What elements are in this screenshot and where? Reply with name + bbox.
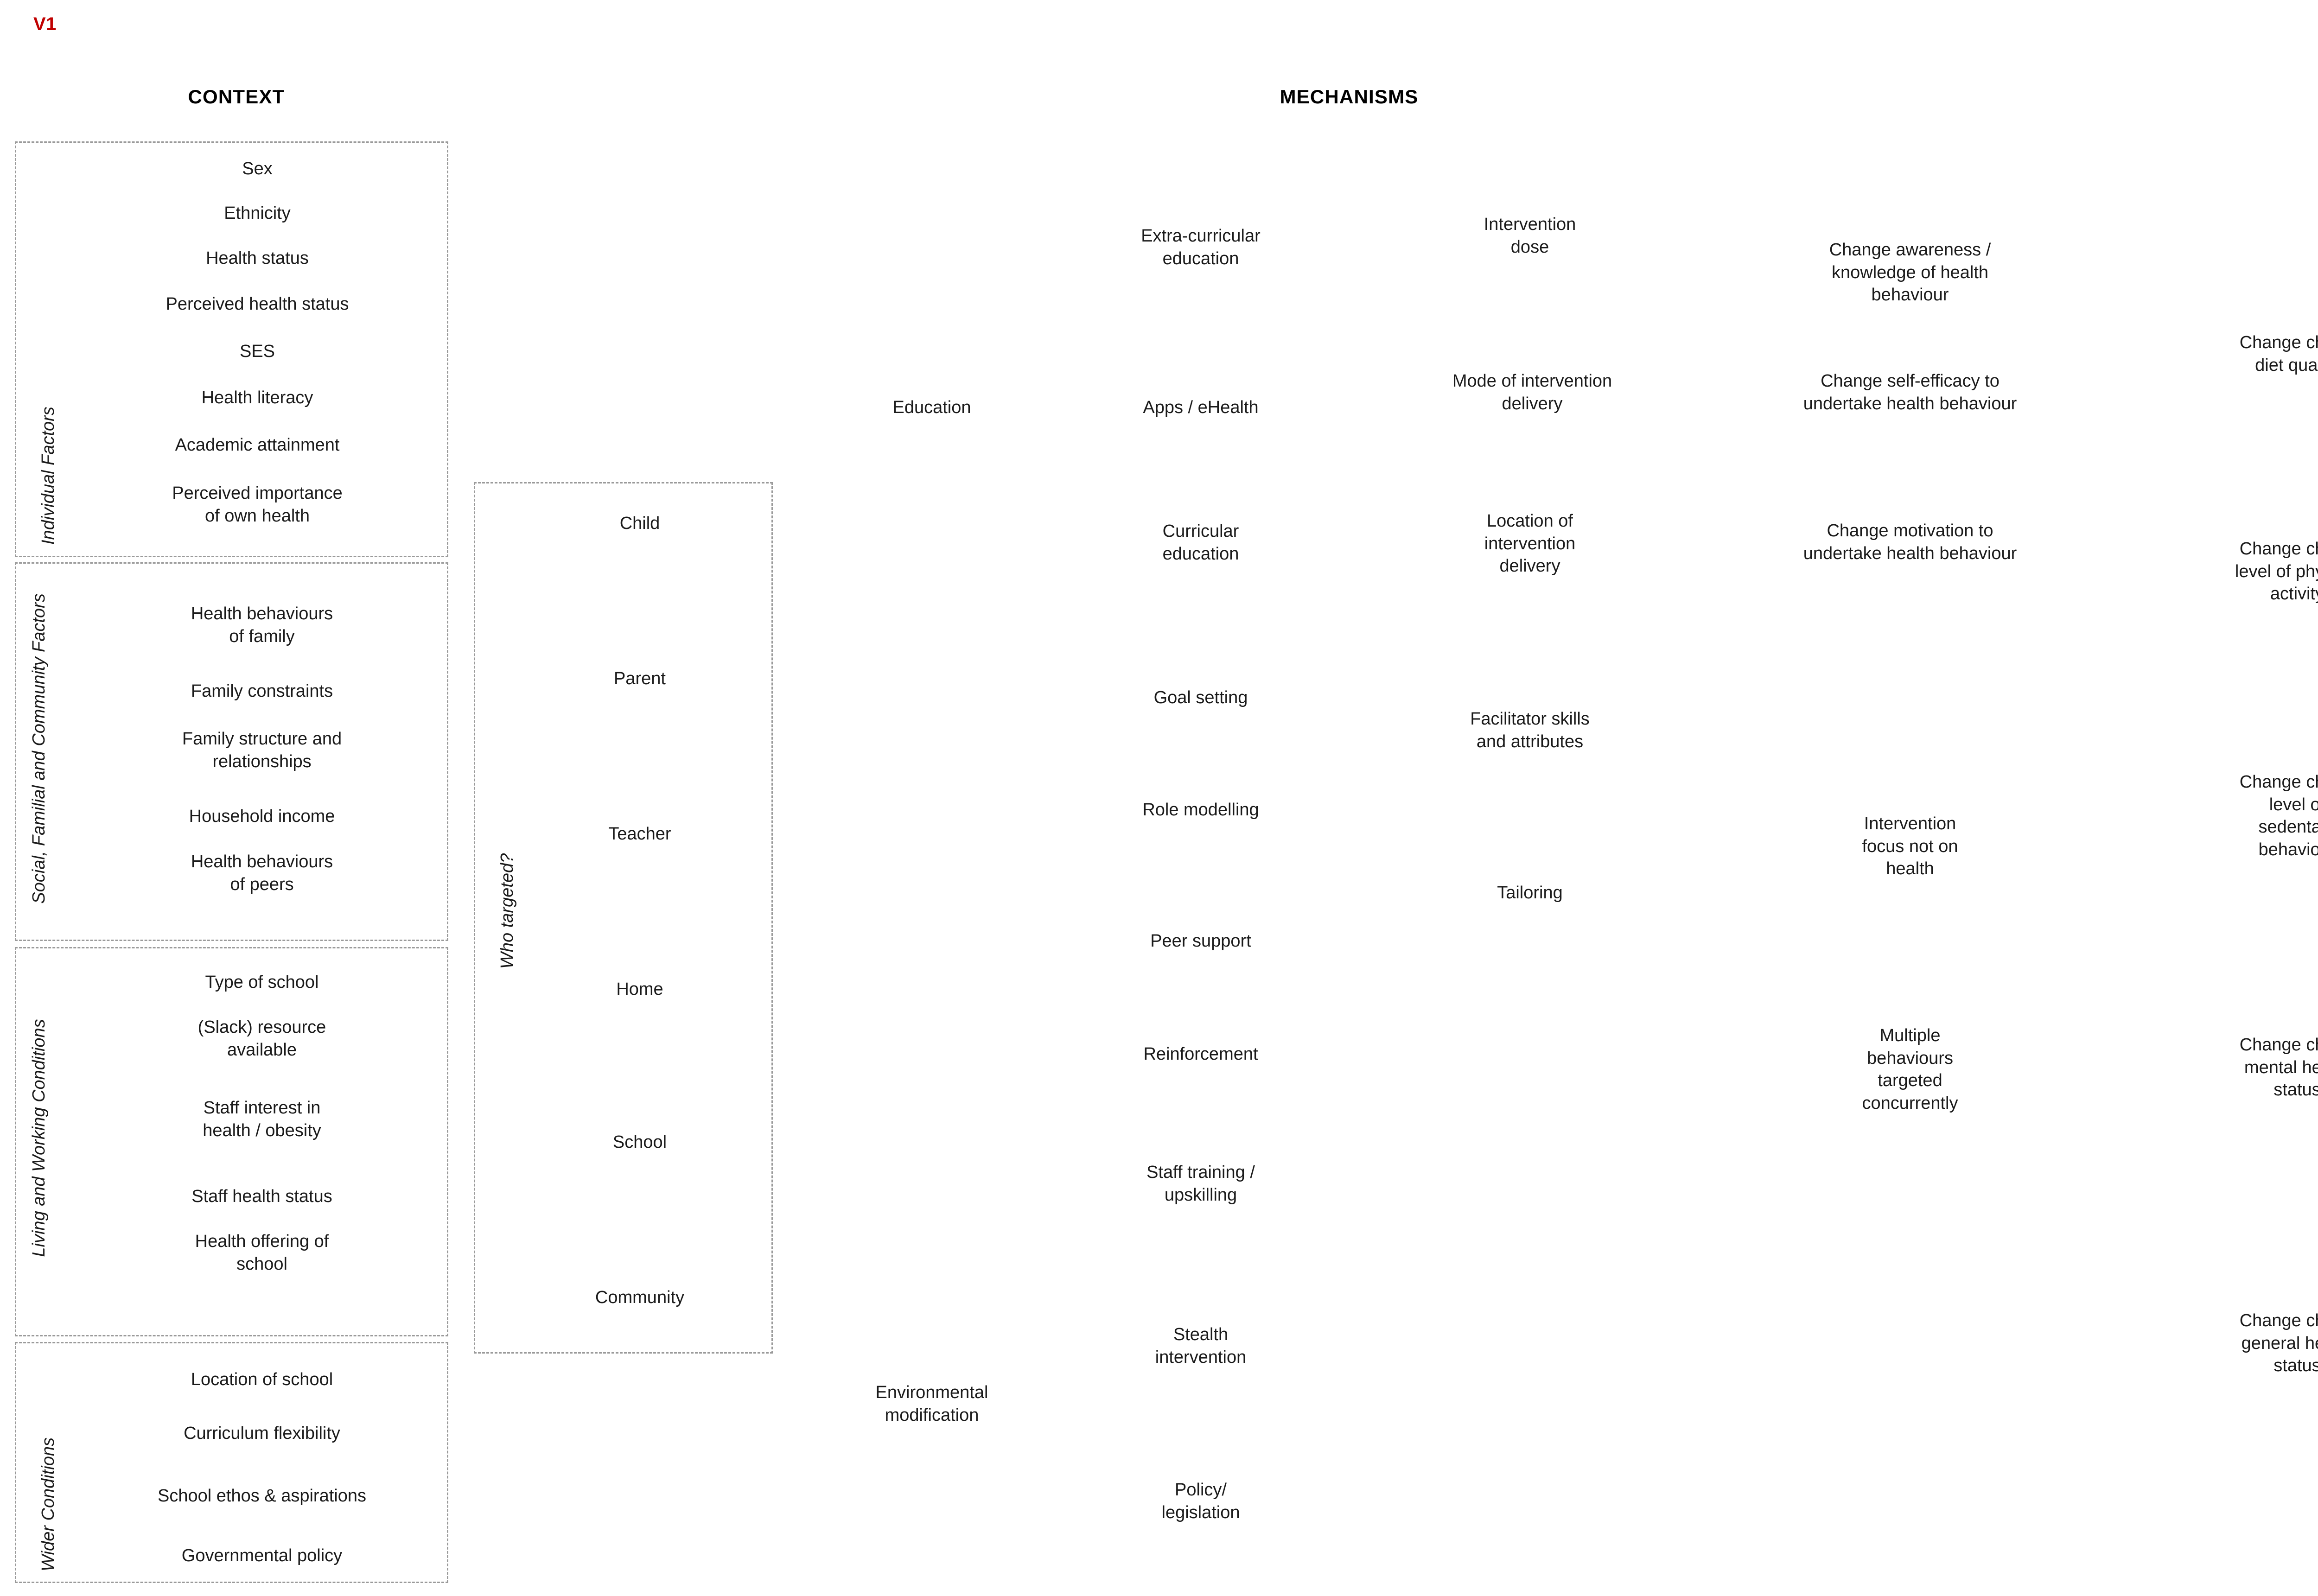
mechanism-mode-of-intervention-delivery: Mode of intervention delivery: [1452, 371, 1612, 413]
mechanism-environmental-modification: Environmental modification: [875, 1383, 988, 1425]
mechanism-extra-curricular-education: Extra-curricular education: [1141, 226, 1261, 268]
mechanism-intervention-focus-not-on-health: Intervention focus not on health: [1862, 814, 1958, 879]
context-label-individual-factors: Individual Factors: [38, 407, 58, 545]
who-targeted-item-school: School: [612, 1132, 667, 1152]
context-item-household-income: Household income: [189, 807, 335, 826]
outcome-change-general-health-status: Change child’s general health status: [2239, 1311, 2318, 1376]
outcome-change-physical-activity: Change child’s level of physical activit…: [2235, 539, 2318, 604]
mechanism-change-awareness-knowledge: Change awareness / knowledge of health b…: [1829, 240, 1991, 305]
mechanism-tailoring: Tailoring: [1497, 883, 1563, 903]
mechanism-curricular-education: Curricular education: [1162, 521, 1239, 564]
context-item-sex: Sex: [242, 159, 273, 178]
context-item-ses: SES: [239, 342, 275, 361]
mechanism-apps-ehealth: Apps / eHealth: [1143, 398, 1259, 417]
context-box-individual-factors: [15, 141, 448, 557]
mechanism-reinforcement: Reinforcement: [1143, 1044, 1258, 1064]
column-heading-context: CONTEXT: [188, 86, 285, 108]
mechanism-goal-setting: Goal setting: [1153, 688, 1248, 707]
context-item-staff-health-status: Staff health status: [191, 1187, 332, 1206]
mechanism-policy-legislation: Policy/ legislation: [1161, 1480, 1240, 1522]
outcome-change-diet-quality: Change child’s diet quality: [2239, 333, 2318, 375]
context-item-health-offering-of-school: Health offering of school: [195, 1232, 329, 1274]
context-item-location-of-school: Location of school: [191, 1370, 333, 1389]
context-label-social-familial-community-factors: Social, Familial and Community Factors: [29, 593, 49, 904]
context-label-living-working-conditions: Living and Working Conditions: [29, 1019, 49, 1257]
context-box-living-working-conditions: [15, 947, 448, 1336]
who-targeted-item-parent: Parent: [614, 669, 666, 688]
mechanism-facilitator-skills-attributes: Facilitator skills and attributes: [1470, 709, 1590, 751]
mechanism-multiple-behaviours-targeted-concurrently: Multiple behaviours targeted concurrentl…: [1862, 1026, 1958, 1113]
mechanism-stealth-intervention: Stealth intervention: [1155, 1325, 1247, 1367]
mechanism-change-self-efficacy: Change self-efficacy to undertake health…: [1803, 371, 2017, 413]
who-targeted-item-teacher: Teacher: [608, 824, 671, 844]
mechanism-location-of-intervention-delivery: Location of intervention delivery: [1484, 511, 1576, 576]
mechanism-staff-training-upskilling: Staff training / upskilling: [1146, 1163, 1255, 1205]
mechanism-education: Education: [892, 398, 971, 417]
context-item-school-ethos-aspirations: School ethos & aspirations: [158, 1486, 366, 1506]
context-item-staff-interest-health-obesity: Staff interest in health / obesity: [203, 1098, 321, 1140]
context-item-governmental-policy: Governmental policy: [181, 1546, 343, 1565]
mechanism-role-modelling: Role modelling: [1142, 800, 1259, 820]
outcome-change-mental-health-status: Change child’s mental health status: [2239, 1035, 2318, 1100]
mechanism-peer-support: Peer support: [1150, 931, 1251, 951]
who-targeted-item-community: Community: [595, 1288, 685, 1307]
context-item-family-constraints: Family constraints: [191, 681, 333, 701]
context-item-curriculum-flexibility: Curriculum flexibility: [184, 1424, 340, 1443]
version-tag: V1: [33, 14, 57, 34]
context-item-health-behaviours-peers: Health behaviours of peers: [191, 852, 333, 894]
column-heading-mechanisms: MECHANISMS: [1280, 86, 1419, 108]
context-item-perceived-importance-own-health: Perceived importance of own health: [172, 483, 343, 526]
context-item-health-status: Health status: [206, 248, 309, 268]
mechanism-intervention-dose: Intervention dose: [1484, 215, 1576, 257]
context-item-health-literacy: Health literacy: [201, 388, 313, 407]
who-targeted-item-child: Child: [619, 514, 660, 533]
context-box-social-familial-community-factors: [15, 562, 448, 941]
context-label-who-targeted: Who targeted?: [497, 853, 517, 969]
context-item-family-structure-relationships: Family structure and relationships: [182, 729, 342, 771]
who-targeted-item-home: Home: [616, 979, 663, 999]
context-box-who-targeted: [474, 482, 773, 1354]
context-box-wider-conditions: [15, 1342, 448, 1583]
context-label-wider-conditions: Wider Conditions: [38, 1437, 58, 1571]
context-item-academic-attainment: Academic attainment: [175, 435, 340, 455]
context-item-perceived-health-status: Perceived health status: [166, 294, 349, 314]
context-item-health-behaviours-family: Health behaviours of family: [191, 604, 333, 646]
outcome-change-sedentary-behaviour: Change child’s level of sedentary behavi…: [2239, 772, 2318, 859]
mechanism-change-motivation: Change motivation to undertake health be…: [1803, 521, 2017, 563]
context-item-slack-resource-available: (Slack) resource available: [197, 1017, 326, 1060]
context-item-type-of-school: Type of school: [205, 973, 319, 992]
context-item-ethnicity: Ethnicity: [224, 203, 291, 223]
